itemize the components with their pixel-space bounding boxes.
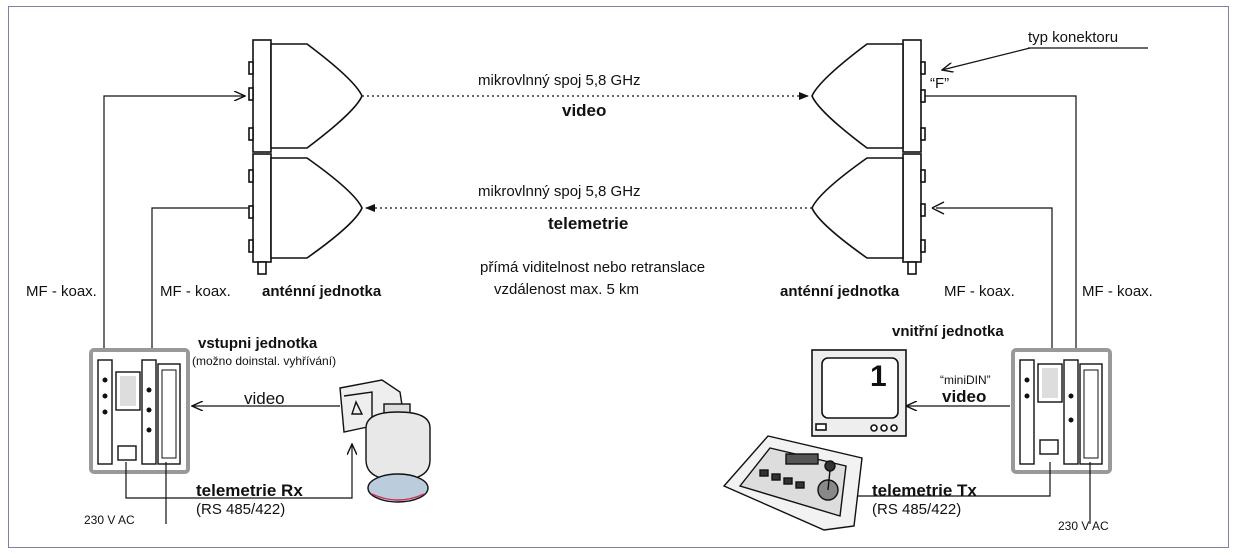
input-unit-note: (možno doinstal. vyhřívání) [192,354,337,368]
monitor [811,349,907,437]
antenna-right-label: anténní jednotka [780,283,900,300]
rs485-left-label: (RS 485/422) [196,501,286,518]
mf-coax-label: MF - koax. [944,283,1015,300]
diagram-frame [8,6,1229,548]
input-unit-label: vstupni jednotka [198,335,318,352]
power-right-label: 230 V AC [1058,519,1109,533]
link-telemetry-sublabel: telemetrie [548,214,629,233]
control-keyboard [722,435,863,531]
connector-f-label: “F” [930,75,950,92]
antenna-right [811,39,926,275]
mf-coax-label: MF - koax. [1082,283,1153,300]
minidin-label: “miniDIN” [940,373,991,387]
distance-text: vzdálenost max. 5 km [494,281,640,298]
power-left-label: 230 V AC [84,513,135,527]
link-video-label: mikrovlnný spoj 5,8 GHz [478,72,641,89]
antenna-left-label: anténní jednotka [262,283,382,300]
indoor-unit-label: vnitřní jednotka [892,323,1004,340]
indoor-unit-right [1011,348,1112,474]
connector-pointer [942,47,1031,70]
visibility-text: přímá viditelnost nebo retranslace [480,259,706,276]
telemetry-tx-label: telemetrie Tx [872,481,977,500]
mf-coax-label: MF - koax. [26,283,97,300]
link-telemetry-label: mikrovlnný spoj 5,8 GHz [478,183,641,200]
mf-coax-label: MF - koax. [160,283,231,300]
ptz-camera [339,379,431,503]
rs485-right-label: (RS 485/422) [872,501,962,518]
video-label-left: video [244,389,285,408]
connector-type-label: typ konektoru [1028,29,1119,46]
monitor-number: 1 [870,360,887,393]
telemetry-rx-label: telemetrie Rx [196,481,303,500]
antenna-left [248,39,363,275]
link-video-sublabel: video [562,101,607,120]
video-label-right: video [942,387,987,406]
input-unit-left [89,348,190,474]
